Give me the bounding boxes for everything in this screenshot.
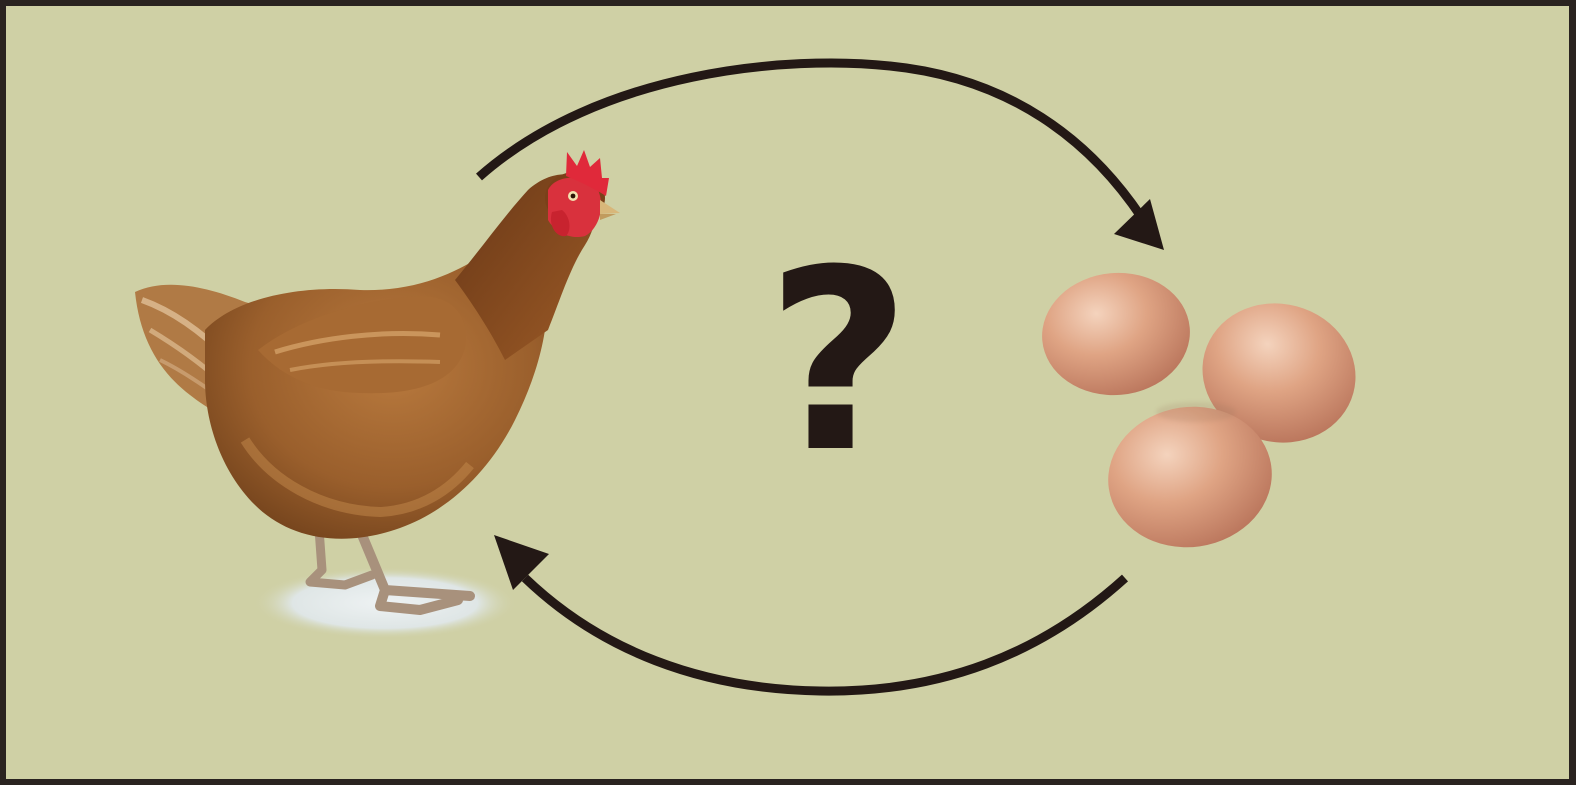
question-mark: ?	[766, 242, 896, 482]
